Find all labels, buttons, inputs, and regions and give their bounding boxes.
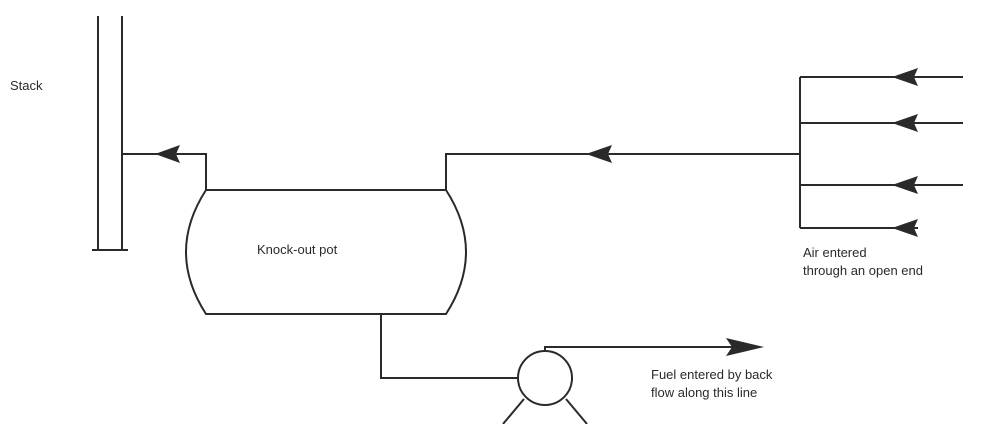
flow-arrow-icon: [586, 145, 612, 163]
flow-arrow-icon: [892, 68, 918, 86]
fuel-label-line-1: Fuel entered by back: [651, 367, 773, 382]
vessel-label: Knock-out pot: [257, 241, 337, 259]
flow-arrow-icon: [892, 114, 918, 132]
drain-line: [380, 314, 545, 379]
pot-to-stack-line: [122, 153, 207, 190]
knock-out-pot: [185, 189, 467, 315]
air-label-line-1: Air entered: [803, 245, 867, 260]
flow-arrow-icon: [892, 219, 918, 237]
flow-arrow-icon: [726, 338, 764, 356]
air-inlet-line: [445, 153, 800, 190]
fuel-line: [544, 346, 735, 351]
fuel-label: Fuel entered by back flow along this lin…: [651, 366, 772, 402]
air-label: Air entered through an open end: [803, 244, 923, 280]
centrifugal-pump-icon: [502, 350, 588, 424]
flow-arrow-icon: [155, 145, 180, 163]
air-manifold: [799, 76, 963, 229]
vessel-label-text: Knock-out pot: [257, 242, 338, 257]
stack-label-text: Stack: [10, 78, 43, 93]
fuel-label-line-2: flow along this line: [651, 385, 758, 400]
flow-arrow-icon: [892, 176, 918, 194]
stack-label: Stack: [10, 77, 43, 95]
air-label-line-2: through an open end: [803, 263, 923, 278]
stack: [92, 16, 128, 251]
